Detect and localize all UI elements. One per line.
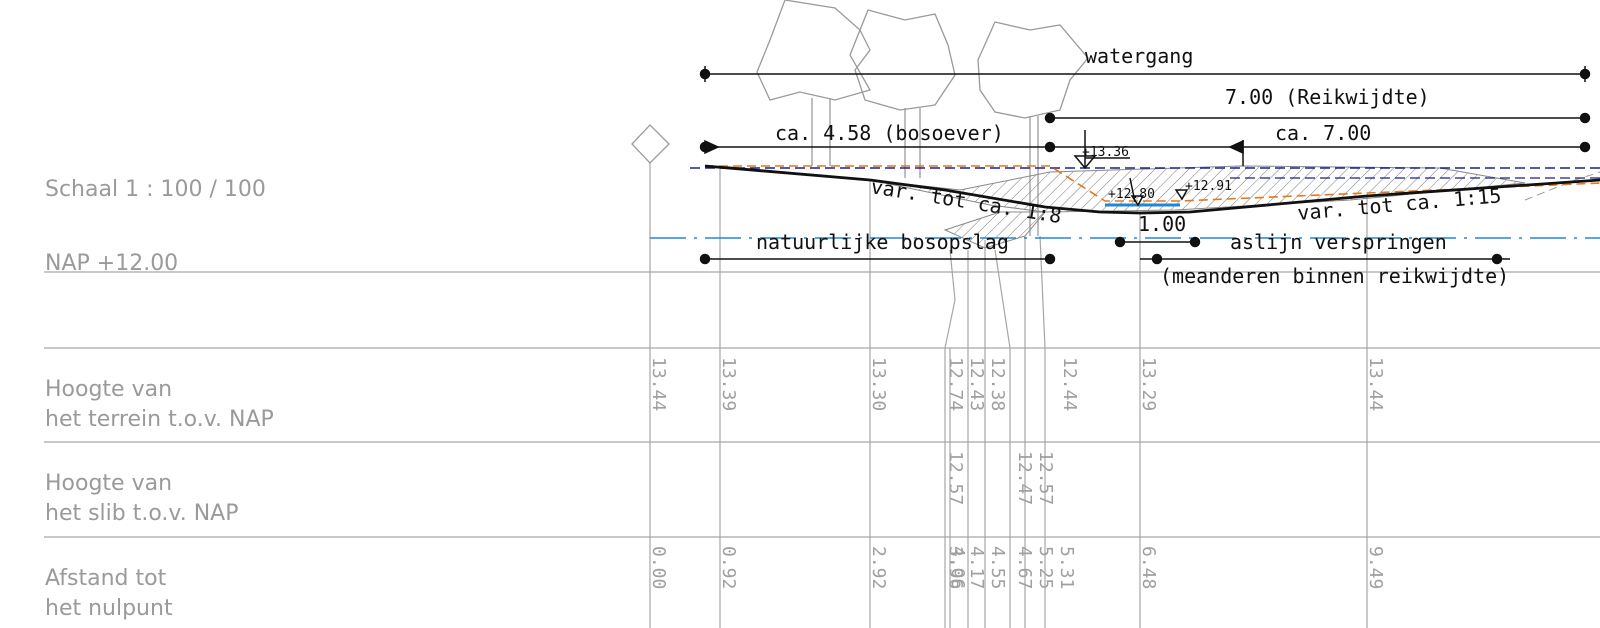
dimension-lines <box>699 66 1591 265</box>
terrain-values: 13.44 13.39 13.30 12.74 12.43 12.38 12.4… <box>648 357 1386 411</box>
level-1280-label: +12.80 <box>1108 187 1155 202</box>
watergang-label: watergang <box>1085 44 1193 68</box>
meanderen-label: (meanderen binnen reikwijdte) <box>1160 264 1509 288</box>
water-lines <box>650 165 1600 239</box>
bosoever-label: ca. 4.58 (bosoever) <box>775 121 1004 145</box>
distance-value: 5.31 <box>1056 546 1077 589</box>
ca700-label: ca. 7.00 <box>1275 121 1371 145</box>
level-1291-label: +12.91 <box>1185 179 1232 194</box>
silt-row-label-1: Hoogte van <box>45 471 172 496</box>
distance-value: 0.00 <box>648 546 669 589</box>
design-profile-line <box>705 165 1600 202</box>
tree-symbols <box>631 0 1089 236</box>
width-100-label: 1.00 <box>1138 212 1186 236</box>
datum-label: NAP +12.00 <box>45 251 178 276</box>
reikwijdte-label: 7.00 (Reikwijdte) <box>1225 85 1430 109</box>
terrain-value: 13.39 <box>718 357 739 411</box>
terrain-value: 12.44 <box>1059 357 1080 411</box>
distance-value: 3.96 <box>945 546 966 589</box>
scale-label: Schaal 1 : 100 / 100 <box>45 177 266 202</box>
level-1336-label: +13.36 <box>1082 145 1129 160</box>
terrain-value: 13.44 <box>1365 357 1386 411</box>
table-grid <box>44 271 1600 538</box>
silt-value: 12.47 <box>1014 451 1035 505</box>
annotations: watergang 7.00 (Reikwijdte) ca. 4.58 (bo… <box>756 44 1509 288</box>
terrain-value: 13.29 <box>1138 357 1159 411</box>
aslijn-label: aslijn verspringen <box>1230 230 1447 254</box>
bosopslag-label: natuurlijke bosopslag <box>756 230 1009 254</box>
distance-value: 9.49 <box>1365 546 1386 589</box>
terrain-value: 12.74 <box>945 357 966 411</box>
terrain-value: 12.38 <box>987 357 1008 411</box>
distance-value: 0.92 <box>718 546 739 589</box>
distance-row-label-1: Afstand tot <box>45 566 167 591</box>
distance-value: 6.48 <box>1138 546 1159 589</box>
distance-row-label-2: het nulpunt <box>45 596 173 621</box>
distance-value: 2.92 <box>868 546 889 589</box>
distance-value: 4.06 <box>947 546 968 589</box>
silt-values: 12.57 12.47 12.57 <box>945 451 1056 505</box>
distance-value: 4.17 <box>966 546 987 589</box>
distance-value: 4.67 <box>1014 546 1035 589</box>
terrain-row-label-2: het terrein t.o.v. NAP <box>45 407 274 432</box>
terrain-value: 13.44 <box>648 357 669 411</box>
terrain-value: 13.30 <box>868 357 889 411</box>
diamond-marker <box>631 124 670 164</box>
distance-value: 5.25 <box>1035 546 1056 589</box>
station-lines <box>649 163 1368 628</box>
distance-value: 4.55 <box>987 546 1008 589</box>
silt-row-label-2: het slib t.o.v. NAP <box>45 501 239 526</box>
terrain-profile-line <box>704 164 1600 215</box>
silt-value: 12.57 <box>945 451 966 505</box>
distance-values: 0.00 0.92 2.92 3.96 4.06 4.17 4.55 4.67 … <box>648 546 1386 589</box>
terrain-value: 12.43 <box>966 357 987 411</box>
silt-value: 12.57 <box>1035 451 1056 505</box>
terrain-row-label-1: Hoogte van <box>45 377 172 402</box>
row-labels: Schaal 1 : 100 / 100 NAP +12.00 Hoogte v… <box>45 177 274 621</box>
